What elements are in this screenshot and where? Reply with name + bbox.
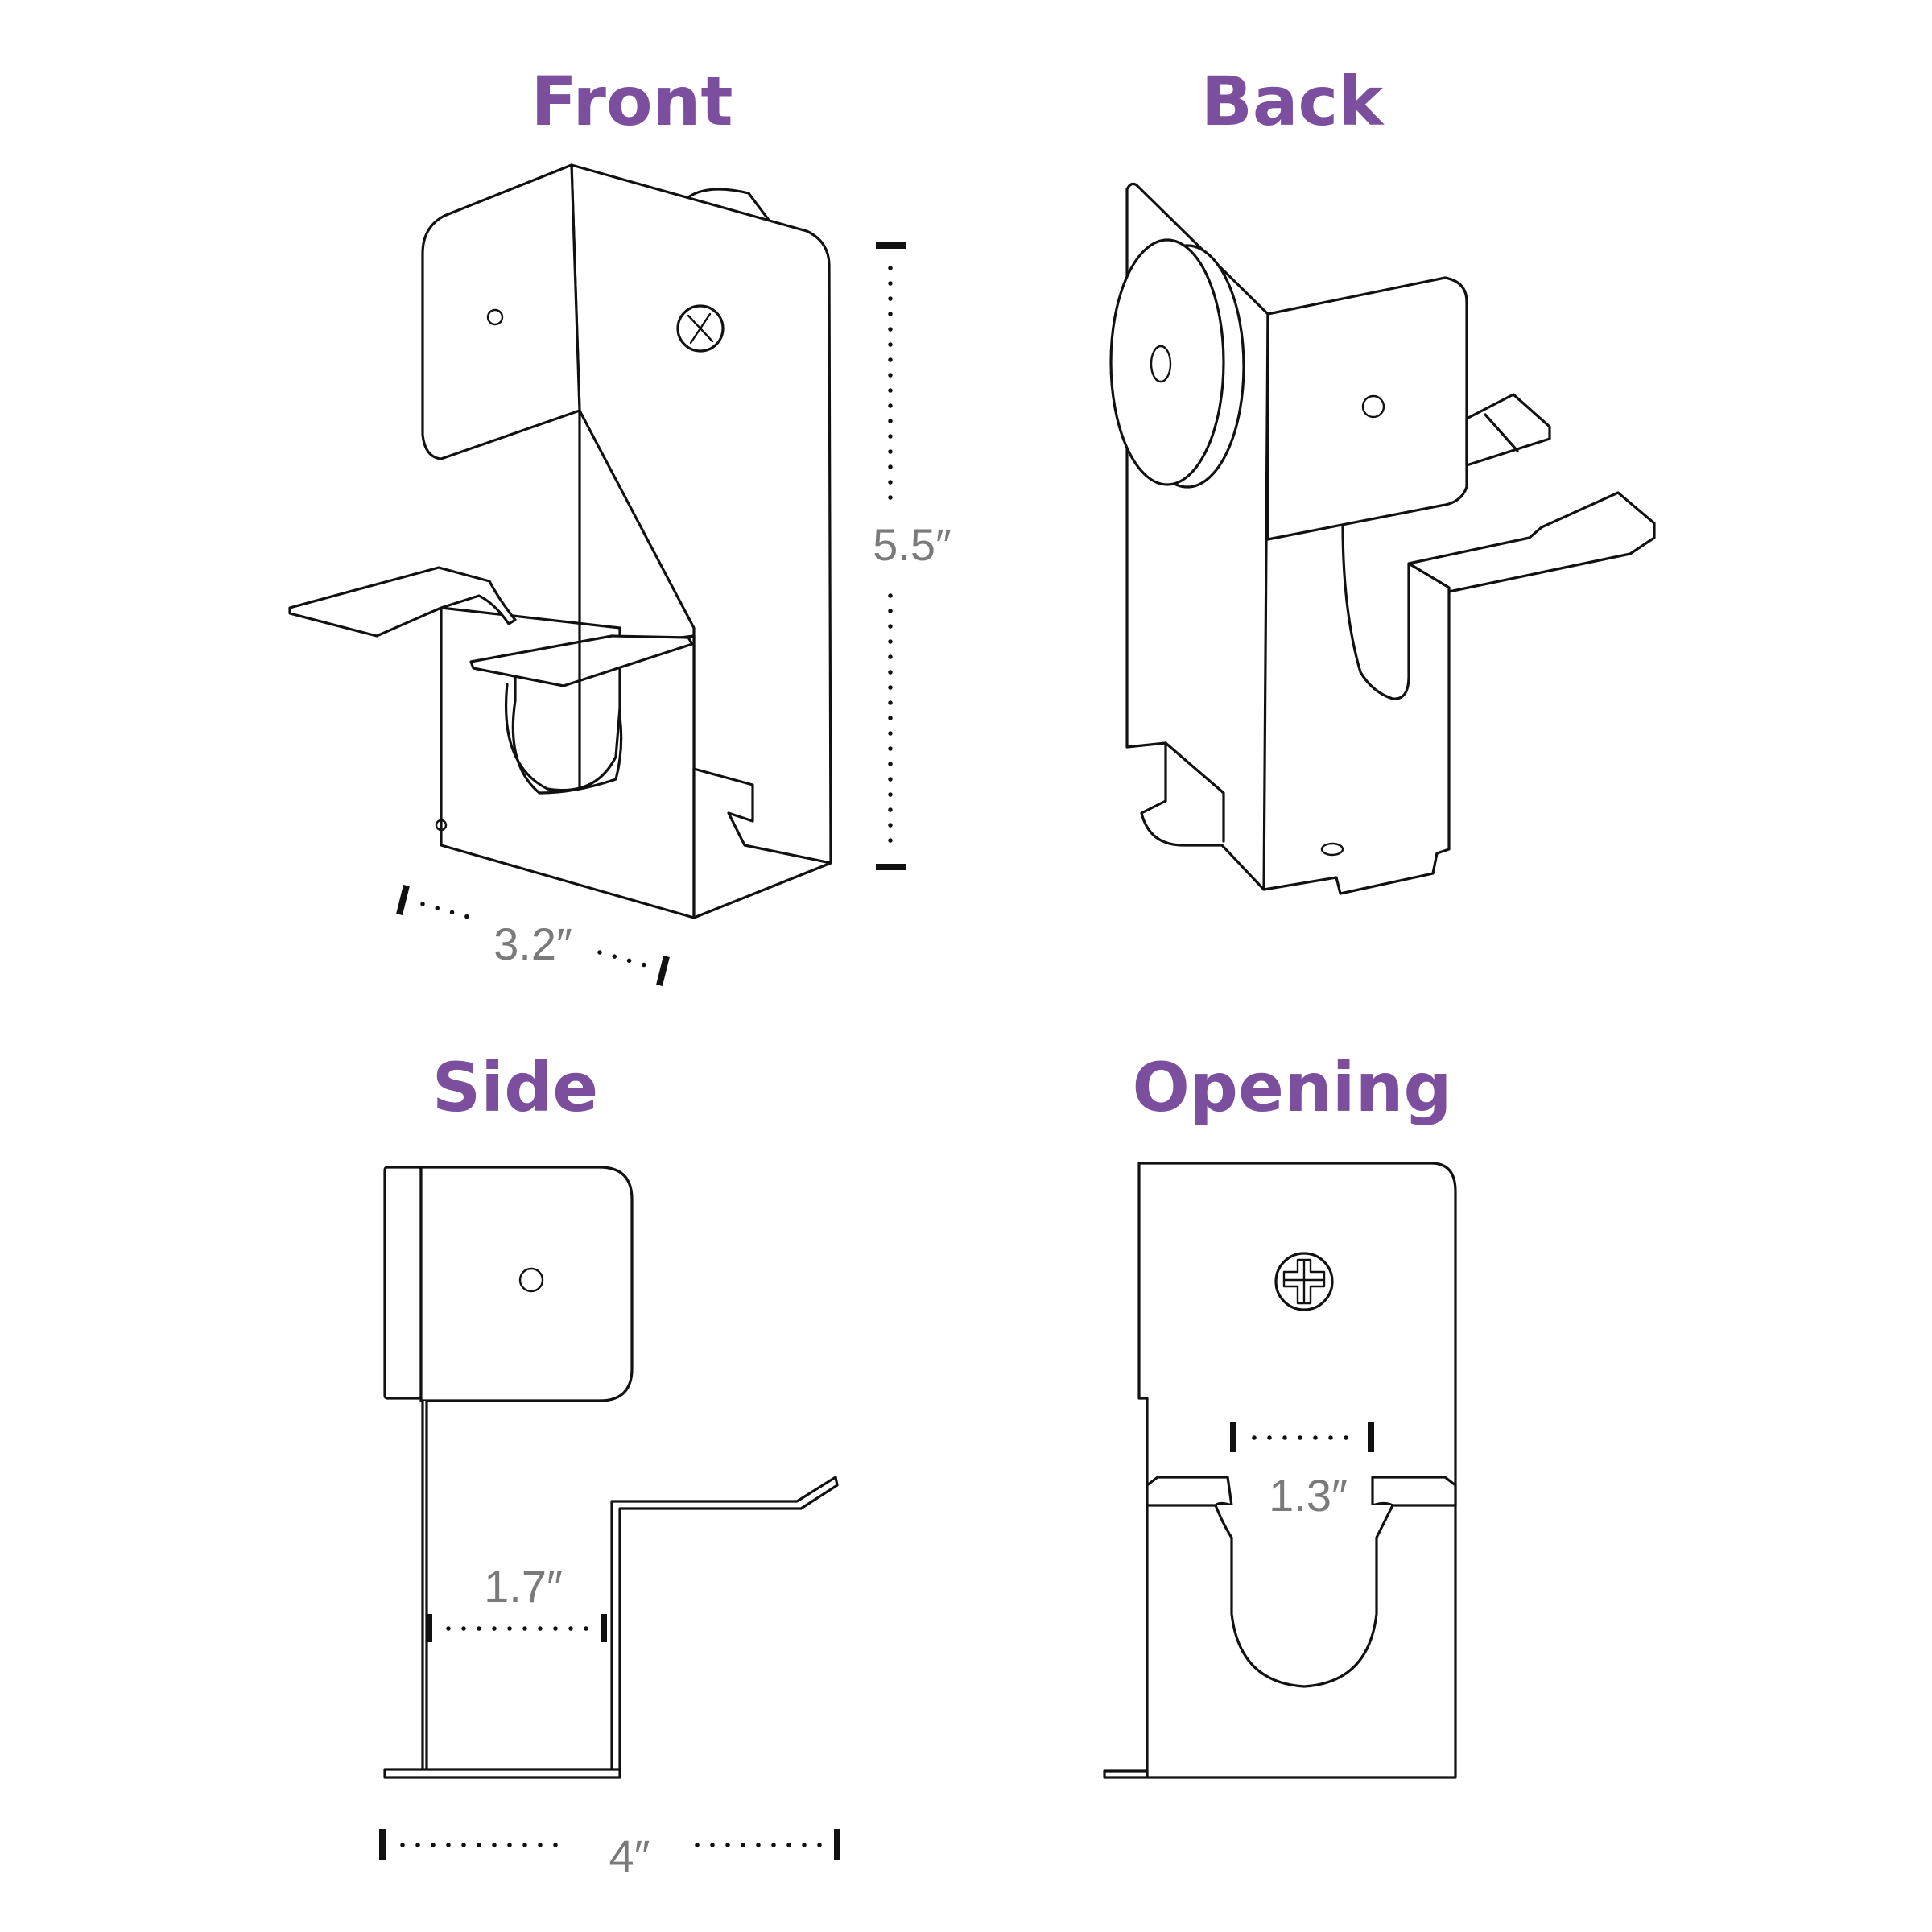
front-thumb-opening [504, 683, 621, 792]
side-base [383, 1768, 621, 1779]
front-width-cap-right [656, 956, 670, 986]
front-screw-slot [687, 312, 714, 345]
opening-left-ledge [1146, 1476, 1233, 1507]
opening-width-dimension: 1.3″ [1230, 1422, 1374, 1521]
side-arm [610, 1476, 839, 1777]
back-left-notch [1164, 741, 1225, 843]
front-width-dots-right [597, 950, 650, 968]
opening-width-label: 1.3″ [1269, 1470, 1348, 1521]
opening-right-ledge [1371, 1476, 1457, 1507]
front-lower-arm [469, 634, 694, 687]
back-magnet-hole [1150, 345, 1172, 383]
side-head-plate [419, 1166, 634, 1402]
side-depth-label: 4″ [609, 1831, 650, 1881]
back-short-arm [1465, 393, 1551, 467]
back-bottom-hole [1320, 842, 1344, 857]
front-width-dots-left [420, 902, 473, 920]
opening-plate [1137, 1162, 1457, 1779]
back-upper-plate [1266, 276, 1468, 541]
back-right-face [1262, 522, 1451, 895]
opening-view-title: Opening [1132, 1048, 1451, 1127]
front-height-dimension: 5.5″ [873, 242, 952, 870]
side-inner-label: 1.7″ [484, 1561, 563, 1612]
front-bottom-rivet [435, 819, 448, 832]
back-short-arm-fold [1484, 413, 1519, 452]
side-head-hole [518, 1267, 544, 1293]
front-bottom-fold [692, 767, 832, 919]
front-width-cap-left [396, 885, 410, 915]
back-magnet-face [1109, 238, 1225, 486]
front-width-dimension: 3.2″ [396, 885, 670, 986]
back-plate-hole [1361, 394, 1385, 419]
front-height-label: 5.5″ [873, 519, 952, 570]
side-inner-dimension: 1.7″ [426, 1561, 607, 1642]
opening-screw-cross [1282, 1258, 1326, 1305]
back-long-arm [1407, 491, 1656, 593]
side-body-wall [421, 1399, 428, 1777]
side-depth-dimension: 4″ [379, 1829, 840, 1881]
opening-base-foot [1103, 1769, 1149, 1779]
back-view-title: Back [1201, 62, 1385, 141]
back-view-drawing [1109, 182, 1656, 895]
front-view-title: Front [530, 62, 733, 141]
opening-u-cutout [1214, 1504, 1394, 1688]
front-view-drawing [288, 163, 832, 919]
side-magnet [383, 1166, 423, 1400]
side-view-title: Side [432, 1048, 598, 1127]
side-view-drawing [383, 1166, 839, 1779]
front-width-label: 3.2″ [493, 919, 572, 969]
front-tab-hole [486, 308, 504, 326]
front-upper-arm [288, 566, 517, 638]
opening-view-drawing [1103, 1162, 1457, 1779]
